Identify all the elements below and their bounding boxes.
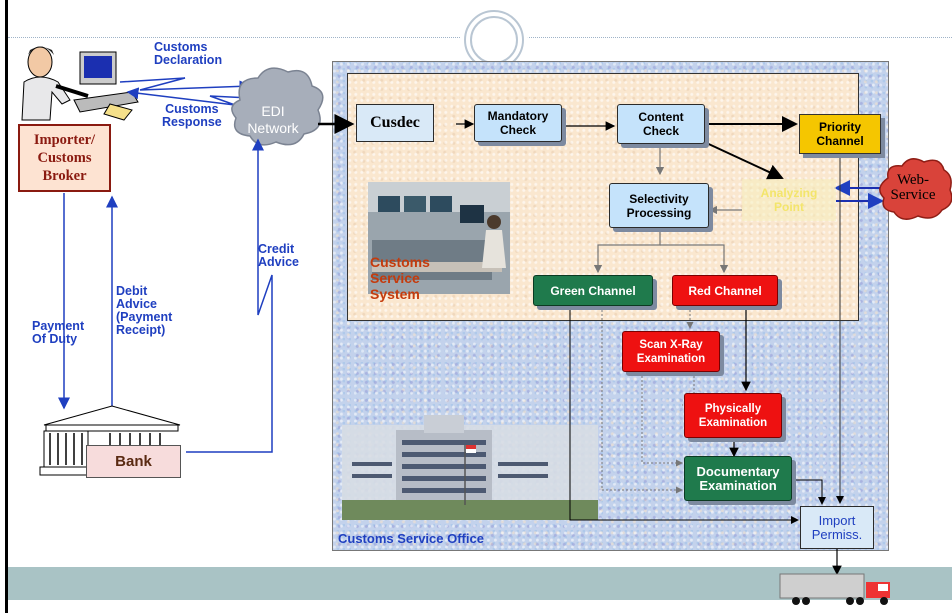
credit-advice-label: Credit Advice <box>258 242 299 269</box>
documentary-examination-box: Documentary Examination <box>684 456 792 501</box>
customs-declaration-label: Customs Declaration <box>154 40 223 67</box>
green-channel-box: Green Channel <box>533 275 653 306</box>
edi-network-label: EDI Network <box>247 103 299 136</box>
office-building-photo <box>342 415 598 520</box>
web-service-label: Web- Service <box>890 172 936 203</box>
edi-network-cloud <box>231 67 324 146</box>
customs-response-label: Customs Response <box>162 102 222 129</box>
selectivity-processing-box: Selectivity Processing <box>609 183 709 228</box>
bank-label: Bank <box>86 445 181 478</box>
import-permiss-document: Import Permiss. <box>800 506 874 549</box>
physically-examination-box: Physically Examination <box>684 393 782 438</box>
customs-service-office-label: Customs Service Office <box>338 531 484 546</box>
importer-customs-broker: Importer/ Customs Broker <box>18 124 111 192</box>
scan-xray-box: Scan X-Ray Examination <box>622 331 720 372</box>
cusdec-document: Cusdec <box>356 104 434 142</box>
declaration-arrow <box>119 77 252 93</box>
red-channel-box: Red Channel <box>672 275 778 306</box>
customs-service-system-label: Customs Service System <box>370 254 430 302</box>
control-room-photo <box>368 182 510 294</box>
bank-illustration <box>39 405 181 476</box>
debit-advice-label: Debit Advice (Payment Receipt) <box>116 284 173 337</box>
web-service-cloud <box>879 158 952 220</box>
truck-illustration <box>779 573 890 605</box>
response-arrow <box>126 87 251 106</box>
analyzing-point-box: Analyzing Point <box>742 179 836 221</box>
operator-illustration <box>21 46 139 121</box>
payment-of-duty-label: Payment Of Duty <box>32 319 85 346</box>
left-frame-line <box>5 0 8 613</box>
priority-channel-box: Priority Channel <box>799 114 881 154</box>
content-check-box: Content Check <box>617 104 705 144</box>
mandatory-check-box: Mandatory Check <box>474 104 562 142</box>
credit-arrow <box>186 138 273 453</box>
